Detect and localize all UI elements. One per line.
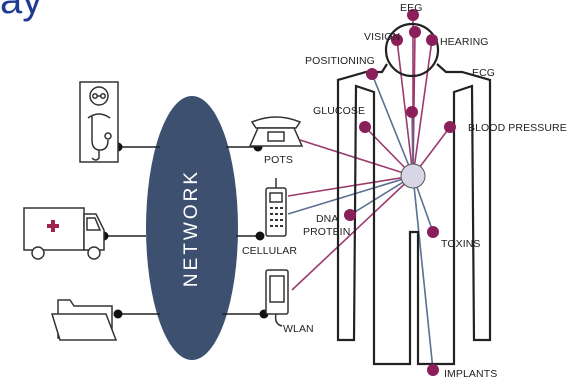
- sensor-label-toxins: TOXINS: [441, 238, 481, 250]
- sensor-hearing-node: [426, 34, 438, 46]
- sensor-toxins-node: [427, 226, 439, 238]
- human-body-outline: [338, 24, 490, 364]
- sensor-glucose-node: [359, 121, 371, 133]
- ambulance-icon: [24, 208, 104, 259]
- doctor-icon: [80, 82, 118, 162]
- spoke-cellular-2: [288, 176, 413, 214]
- sensor-label-implants: IMPLANTS: [444, 368, 497, 380]
- sensor-chest-node: [406, 106, 418, 118]
- sensor-label-blood-pressure: BLOOD PRESSURE: [468, 122, 567, 134]
- telephone-icon: [250, 117, 302, 146]
- channel-label-cellular: CELLULAR: [242, 245, 297, 257]
- sensor-label-positioning: POSITIONING: [305, 55, 375, 67]
- sensor-implants-node: [427, 364, 439, 376]
- channel-label-wlan: WLAN: [283, 323, 314, 335]
- hub-spokes: [288, 15, 450, 370]
- sensor-ear-node: [409, 26, 421, 38]
- sensor-label-dna-protein: DNA PROTEIN: [303, 213, 350, 238]
- folder-icon: [52, 300, 116, 340]
- sensor-label-ecg: ECG: [472, 67, 495, 79]
- body-hub: [401, 164, 425, 188]
- sensor-label-vision: VISION: [364, 31, 400, 43]
- sensor-blood-pressure-node: [444, 121, 456, 133]
- sensor-positioning-node: [366, 68, 378, 80]
- sensor-label-glucose: GLUCOSE: [313, 105, 365, 117]
- network-label: NETWORK: [181, 169, 202, 287]
- wlan-device-icon: [266, 270, 288, 326]
- sensor-label-hearing: HEARING: [440, 36, 489, 48]
- sensor-label-eeg: EEG: [400, 2, 422, 14]
- channel-label-pots: POTS: [264, 154, 293, 166]
- sensor-labels: EEG VISION HEARING POSITIONING ECG GLUCO…: [303, 2, 567, 380]
- cellphone-icon: [266, 178, 286, 236]
- sensor-dna-protein-node: [344, 209, 356, 221]
